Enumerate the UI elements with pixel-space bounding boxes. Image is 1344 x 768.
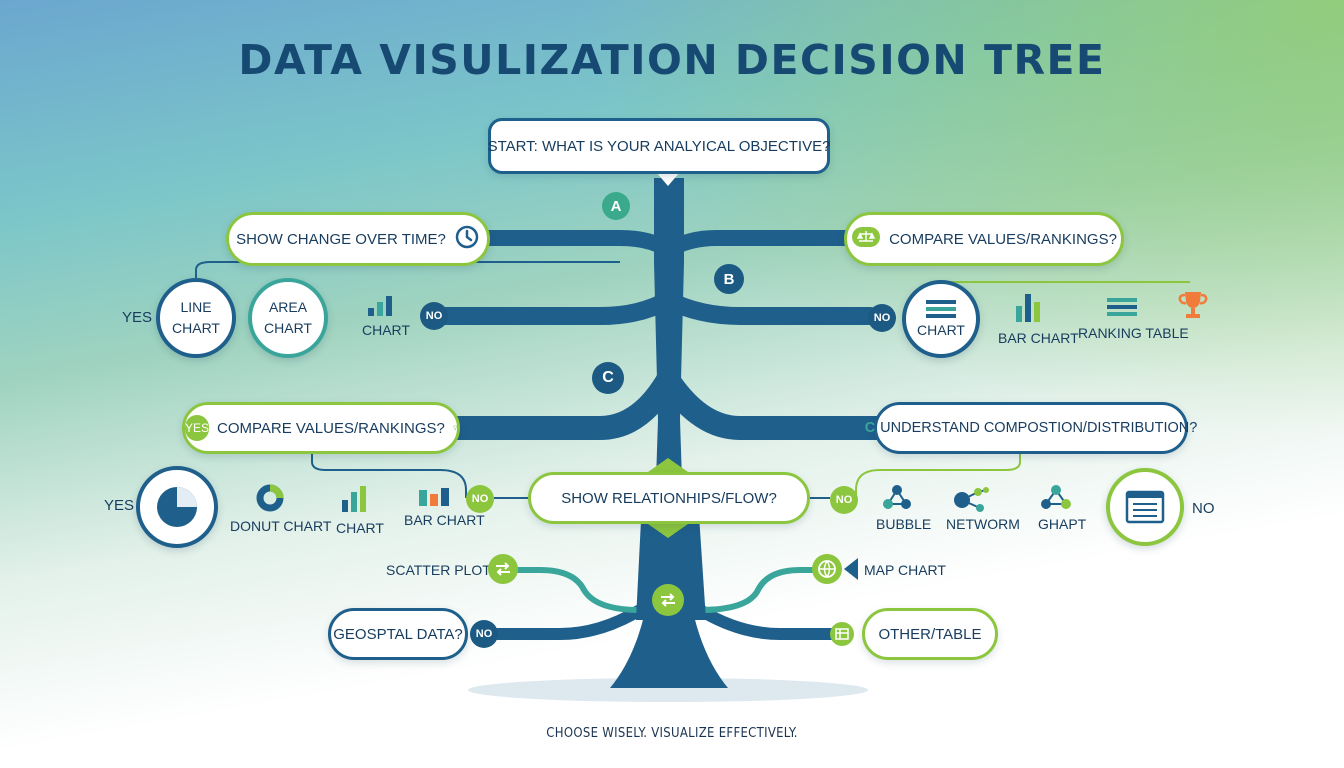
scale-icon	[851, 226, 881, 252]
ranking-table-icon	[1106, 296, 1138, 322]
branch-geo	[492, 604, 646, 640]
branch-compare-left	[438, 368, 680, 440]
question-composition-label: UNDERSTAND COMPOSTION/DISTRIBUTION?	[880, 420, 1198, 436]
badge-b: B	[714, 264, 744, 294]
no-badge-left: NO	[466, 485, 494, 513]
start-pointer	[656, 172, 680, 186]
table-small-icon	[830, 622, 854, 646]
graph-label: GHAPT	[1038, 516, 1087, 532]
start-node: START: WHAT IS YOUR ANALYICAL OBJECTIVE?	[488, 118, 830, 174]
donut-chart-icon	[256, 484, 284, 516]
option-compare-chart: CHART	[902, 280, 980, 358]
question-geo: GEOSPTAL DATA?	[328, 608, 468, 660]
compare-chart-label: CHART	[917, 321, 965, 338]
question-geo-label: GEOSPTAL DATA?	[333, 625, 463, 643]
line-chart-label-1: LINE	[180, 299, 212, 315]
question-compare-left-label: COMPARE VALUES/RANKINGS?	[217, 419, 445, 437]
scatter-plot-label: SCATTER PLOT	[386, 562, 491, 578]
branch-scatter	[507, 567, 643, 613]
trunk-shadow	[468, 678, 868, 702]
branch-composition	[656, 368, 892, 440]
area-chart-label-2: CHART	[264, 320, 312, 336]
branch-time	[480, 230, 676, 258]
no-badge-time: NO	[420, 302, 448, 330]
left-barchart-label: BAR CHART	[404, 512, 485, 528]
map-chart-label: MAP CHART	[864, 562, 946, 578]
yes-pill: YES	[185, 415, 210, 441]
trophy-outline-icon	[453, 425, 457, 431]
question-time: SHOW CHANGE OVER TIME?	[226, 212, 490, 266]
bar-chart-icon	[366, 294, 396, 322]
trophy-icon	[1176, 288, 1210, 326]
graph-icon	[1040, 484, 1072, 516]
ranking-table-label: RANKING TABLE	[1078, 325, 1189, 341]
question-compare-top: COMPARE VALUES/RANKINGS?	[844, 212, 1124, 266]
scatter-swap-icon	[488, 554, 518, 584]
no-badge-compare: NO	[868, 304, 896, 332]
connector-composition	[855, 452, 1021, 498]
relationships-diamond-bottom	[648, 524, 688, 538]
footer-tagline: CHOOSE WISELY. VISUALIZE EFFECTIVELY.	[546, 726, 798, 741]
left-bar-icon	[340, 484, 368, 518]
trunk-lower	[636, 500, 706, 620]
globe-icon	[812, 554, 842, 584]
badge-c: C	[592, 362, 624, 394]
composition-c-badge: C	[864, 420, 876, 436]
network-icon	[952, 486, 990, 516]
page-title: DATA VISULIZATION DECISION TREE	[238, 36, 1106, 84]
map-pointer-icon	[844, 558, 858, 580]
yes-label-time: YES	[122, 309, 153, 326]
clock-icon	[454, 224, 480, 254]
connector-compare-left	[311, 452, 467, 498]
branch-no-right	[659, 291, 879, 325]
option-pie-chart	[136, 466, 218, 548]
relationships-diamond	[648, 458, 688, 472]
branch-map	[697, 567, 829, 613]
yes-label-compare: YES	[104, 497, 135, 514]
option-other-table: OTHER/TABLE	[862, 608, 998, 660]
table-icon	[926, 299, 956, 318]
bubble-label: BUBBLE	[876, 516, 932, 532]
bubble-icon	[882, 484, 912, 514]
question-compare-left: YES COMPARE VALUES/RANKINGS?	[182, 402, 460, 454]
question-relationships: SHOW RELATIONHIPS/FLOW?	[528, 472, 810, 524]
question-relationships-label: SHOW RELATIONHIPS/FLOW?	[561, 489, 777, 507]
branch-other	[694, 604, 842, 640]
other-table-label: OTHER/TABLE	[878, 625, 982, 643]
compare-bar-icon	[1014, 292, 1044, 328]
compare-bar-label: BAR CHART	[998, 330, 1079, 346]
time-chart-label: CHART	[362, 322, 410, 338]
center-swap-icon	[652, 584, 684, 616]
question-time-label: SHOW CHANGE OVER TIME?	[236, 230, 446, 248]
badge-a: A	[602, 192, 630, 220]
start-label: START: WHAT IS YOUR ANALYICAL OBJECTIVE?	[487, 137, 831, 155]
question-composition: C UNDERSTAND COMPOSTION/DISTRIBUTION?	[865, 402, 1197, 454]
donut-chart-label: DONUT CHART	[230, 518, 332, 534]
option-table-window	[1106, 468, 1184, 546]
left-barchart-icon	[418, 486, 452, 510]
option-area-chart: AREA CHART	[248, 278, 328, 358]
no-badge-right: NO	[830, 486, 858, 514]
question-compare-top-label: COMPARE VALUES/RANKINGS?	[889, 230, 1117, 248]
network-label: NETWORM	[946, 516, 1020, 532]
no-label-right: NO	[1192, 500, 1215, 517]
window-table-icon	[1125, 490, 1165, 524]
branch-no-left	[433, 291, 677, 325]
connector-time-options	[195, 261, 620, 278]
option-line-chart: LINE CHART	[156, 278, 236, 358]
line-chart-label-2: CHART	[172, 320, 220, 336]
left-chart-label: CHART	[336, 520, 384, 536]
branch-compare-top	[660, 230, 856, 258]
no-badge-geo: NO	[470, 620, 498, 648]
area-chart-label-1: AREA	[268, 299, 308, 315]
trunk	[610, 178, 728, 688]
pie-chart-icon	[157, 487, 197, 527]
